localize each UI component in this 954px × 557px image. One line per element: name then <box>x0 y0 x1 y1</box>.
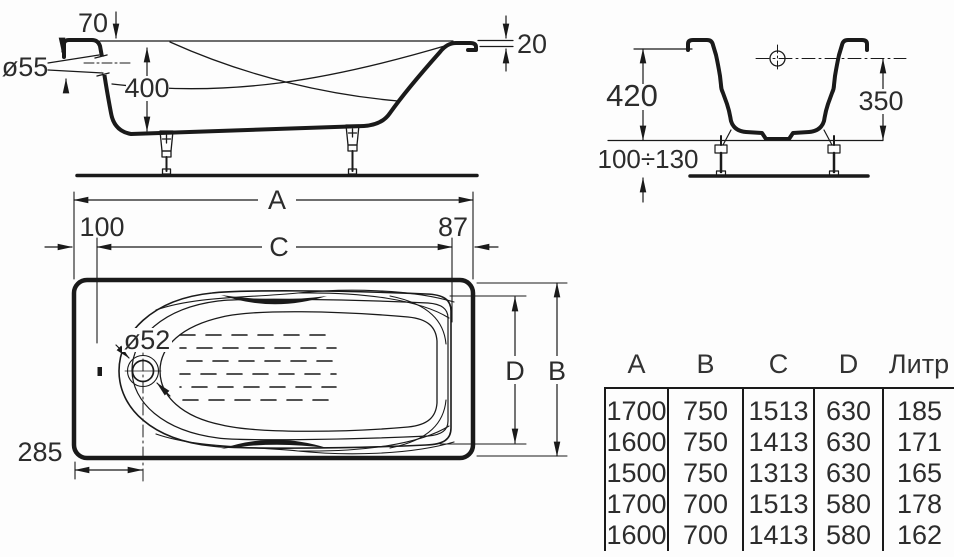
col-header-D: D <box>814 347 883 389</box>
dim-o55-leaders <box>47 37 104 94</box>
dim-C-label: C <box>269 232 289 262</box>
col-header-B: B <box>668 347 743 389</box>
dim-87-label: 87 <box>438 212 468 242</box>
dim-70-label: 70 <box>78 8 108 38</box>
top-inner-contour-1 <box>118 290 452 449</box>
table-cell: 1413 <box>742 520 814 551</box>
table-cell: 178 <box>882 489 954 520</box>
side-foot-left <box>159 130 174 175</box>
spec-table-header-row: A B C D Литр <box>605 347 954 389</box>
table-cell: 1513 <box>742 388 814 427</box>
end-tub-profile <box>686 38 869 141</box>
table-row: 1500 750 1313 630 165 <box>604 458 954 489</box>
top-inner-contour-2 <box>131 298 449 441</box>
table-cell: 630 <box>813 427 883 458</box>
dim-leg-range-label: 100÷130 <box>597 144 698 174</box>
dim-350-label: 350 <box>858 86 903 116</box>
col-header-C: C <box>743 347 814 389</box>
top-floor-contour <box>159 311 438 432</box>
dim-420-label: 420 <box>606 78 658 113</box>
dim-20-label: 20 <box>517 29 547 59</box>
table-cell: 750 <box>667 388 743 427</box>
dim-D-label: D <box>505 356 525 386</box>
table-cell: 165 <box>882 458 954 489</box>
top-rim-center-tick <box>97 367 102 376</box>
side-foot-right <box>345 124 360 175</box>
table-cell: 185 <box>882 388 954 427</box>
dim-B-label: B <box>548 356 566 386</box>
table-cell: 630 <box>813 458 883 489</box>
table-row: 1700 750 1513 630 185 <box>604 388 954 427</box>
table-cell: 1413 <box>742 427 814 458</box>
table-cell: 171 <box>882 427 954 458</box>
dim-285 <box>74 461 143 480</box>
dim-400-label: 400 <box>124 73 169 103</box>
dim-A-label: A <box>268 185 286 215</box>
dim-o55-label: ø55 <box>2 52 49 82</box>
side-tub-profile <box>62 38 478 136</box>
table-cell: 162 <box>882 520 954 551</box>
col-header-A: A <box>605 347 668 389</box>
table-cell: 700 <box>667 520 743 551</box>
end-foot-left <box>714 129 732 177</box>
side-view <box>47 11 514 178</box>
spec-table: A B C D Литр 1700 750 1513 630 185 1600 … <box>604 347 954 551</box>
table-cell: 580 <box>813 489 883 520</box>
table-cell: 700 <box>667 489 743 520</box>
table-cell: 1600 <box>604 427 668 458</box>
table-cell: 750 <box>667 458 743 489</box>
table-cell: 1500 <box>604 458 668 489</box>
side-overflow-hole <box>83 54 134 77</box>
table-row: 1700 700 1513 580 178 <box>604 489 954 520</box>
table-cell: 580 <box>813 520 883 551</box>
top-antislip-pattern <box>179 334 337 401</box>
top-view <box>44 188 572 484</box>
dim-100-label: 100 <box>79 212 124 242</box>
top-tub-outer-rim <box>71 277 476 461</box>
end-view <box>600 38 907 203</box>
table-cell: 1700 <box>604 388 668 427</box>
table-cell: 1513 <box>742 489 814 520</box>
table-row: 1600 750 1413 630 171 <box>604 427 954 458</box>
col-header-litr: Литр <box>883 347 954 389</box>
dim-20-lines <box>477 15 514 72</box>
table-cell: 1600 <box>604 520 668 551</box>
table-cell: 630 <box>813 388 883 427</box>
end-foot-right <box>823 129 841 177</box>
dim-o52-label: ø52 <box>124 325 171 355</box>
table-cell: 1313 <box>742 458 814 489</box>
top-moulding-curves <box>155 289 455 455</box>
table-cell: 1700 <box>604 489 668 520</box>
dim-285-label: 285 <box>17 437 62 467</box>
side-inner-curve-1 <box>169 41 399 102</box>
table-cell: 750 <box>667 427 743 458</box>
table-row: 1600 700 1413 580 162 <box>604 520 954 551</box>
